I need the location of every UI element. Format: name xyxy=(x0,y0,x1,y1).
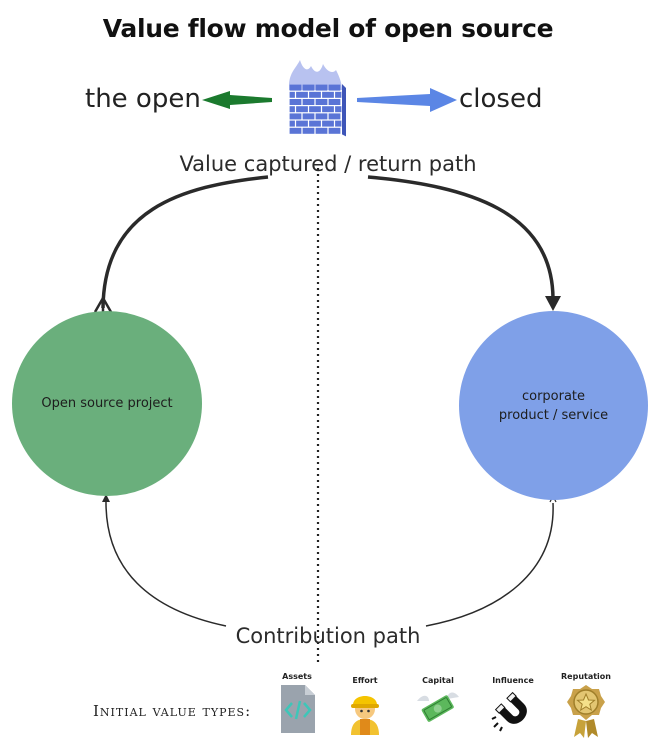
value-type-label: Influence xyxy=(492,676,534,685)
return-path-label: Value captured / return path xyxy=(179,152,477,176)
money-with-wings-icon xyxy=(417,692,459,722)
value-type-capital: Capital xyxy=(402,676,474,727)
open-side-label: the open xyxy=(85,84,201,114)
value-type-influence: Influence xyxy=(477,676,549,733)
firewall-brick xyxy=(302,113,315,120)
return-path-tail-icon xyxy=(93,295,113,313)
firewall-brick xyxy=(335,106,342,113)
firewall-brick xyxy=(296,91,308,98)
firewall-brick xyxy=(289,106,295,113)
firewall-brick xyxy=(315,127,328,134)
firewall-brick xyxy=(322,91,334,98)
magnet-icon xyxy=(491,691,527,732)
value-type-label: Effort xyxy=(352,676,378,685)
corporate-label-line1: corporate xyxy=(521,388,586,404)
value-type-label: Reputation xyxy=(561,672,611,681)
open-source-project-label: Open source project xyxy=(41,396,173,411)
firewall-brick xyxy=(289,91,295,98)
firewall-brick xyxy=(315,99,328,105)
firewall-brick xyxy=(302,84,315,91)
firewall-side xyxy=(342,84,346,137)
return-path-arrowhead-icon xyxy=(545,296,561,311)
firewall-brick xyxy=(322,106,334,113)
firewall-brick xyxy=(289,99,302,105)
corporate-label-line2: product / service xyxy=(498,407,609,423)
firewall-brick xyxy=(302,127,315,134)
firewall-brick xyxy=(296,120,308,127)
value-types-heading: Initial value types: xyxy=(93,702,252,720)
firewall-brick xyxy=(335,91,342,98)
value-type-assets: Assets xyxy=(261,672,333,735)
return-path-left-arc xyxy=(101,175,269,309)
firewall-brick xyxy=(322,120,334,127)
firewall-brick xyxy=(315,84,328,91)
contribution-path-right-arc xyxy=(425,502,554,627)
firewall-brick xyxy=(328,127,341,134)
contribution-path-label: Contribution path xyxy=(235,624,421,648)
value-type-effort: Effort xyxy=(329,676,401,735)
firewall-brick xyxy=(309,91,321,98)
left-arrow-icon xyxy=(202,91,272,109)
contribution-path-left-arc xyxy=(105,499,227,627)
value-type-label: Assets xyxy=(282,672,312,681)
open-source-project-node: Open source project xyxy=(12,311,202,496)
firewall-brick xyxy=(289,84,302,91)
firewall-brick xyxy=(309,120,321,127)
firewall-icon xyxy=(289,60,346,137)
firewall-brick xyxy=(289,113,302,120)
firewall-brick xyxy=(328,113,341,120)
return-path-right-arc xyxy=(367,175,555,299)
firewall-brick xyxy=(309,106,321,113)
construction-worker-icon xyxy=(351,696,379,735)
firewall-brick xyxy=(302,99,315,105)
firewall-brick xyxy=(315,113,328,120)
value-type-label: Capital xyxy=(422,676,454,685)
firewall-brick xyxy=(289,120,295,127)
firewall-brick xyxy=(328,99,341,105)
closed-side-label: closed xyxy=(459,84,543,114)
firewall-brick xyxy=(335,120,342,127)
corporate-product-node: corporate product / service xyxy=(459,311,648,500)
diagram-title: Value flow model of open source xyxy=(102,14,554,43)
firewall-brick xyxy=(328,84,341,91)
medal-icon xyxy=(567,685,605,738)
contribution-path-arrowhead-icon xyxy=(102,494,110,502)
firewall-brick xyxy=(289,127,302,134)
right-arrow-icon xyxy=(357,88,457,112)
code-file-icon xyxy=(281,685,315,733)
value-type-reputation: Reputation xyxy=(550,672,622,739)
firewall-brick xyxy=(296,106,308,113)
